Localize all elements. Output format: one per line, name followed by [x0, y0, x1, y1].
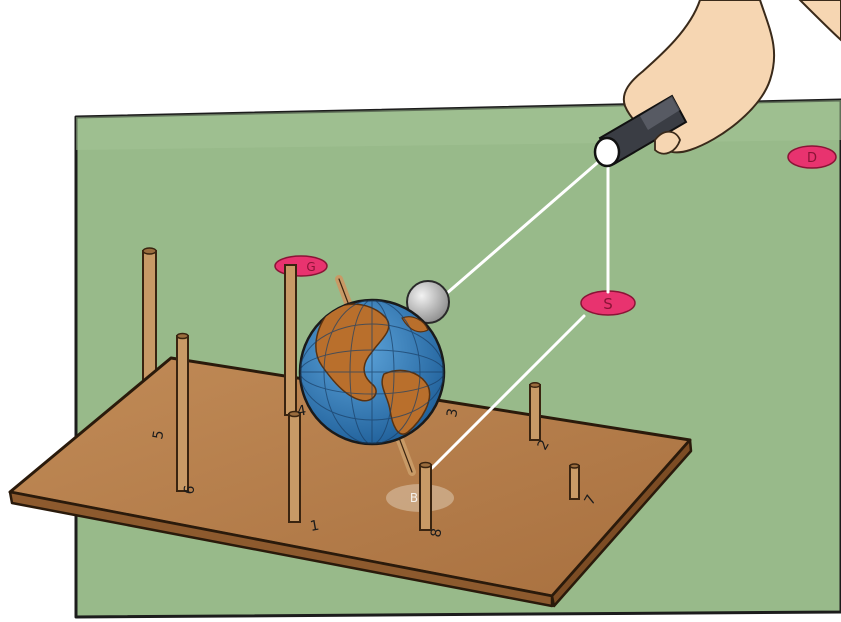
- marker-g: G: [274, 255, 328, 277]
- marker-b-label: B: [410, 491, 418, 505]
- marker-d-label: D: [807, 151, 817, 166]
- pole-front-middle: [288, 410, 301, 523]
- marker-s: S: [580, 290, 636, 316]
- marker-d: D: [787, 145, 837, 169]
- flashlight-icon: [593, 94, 688, 168]
- pole-left-tall: [176, 332, 189, 492]
- post-number-8: 8: [428, 527, 445, 539]
- post-number-5: 5: [150, 429, 167, 441]
- post-number-4: 4: [296, 403, 308, 420]
- post-numbers: 1 2 3 4 5 6 7 8: [150, 403, 600, 539]
- post-number-3: 3: [444, 407, 461, 419]
- pole-center-tall: [284, 264, 297, 416]
- pole-right-short: [569, 463, 580, 500]
- marker-s-label: S: [603, 295, 613, 313]
- post-number-6: 6: [181, 484, 198, 496]
- globe-icon: [298, 298, 446, 446]
- post-number-1: 1: [309, 518, 321, 535]
- marker-g-label: G: [306, 260, 315, 274]
- ball-icon: [406, 280, 450, 324]
- pole-front-right: [419, 461, 432, 531]
- pole-right-medium: [529, 381, 541, 441]
- light-rays: [430, 155, 610, 470]
